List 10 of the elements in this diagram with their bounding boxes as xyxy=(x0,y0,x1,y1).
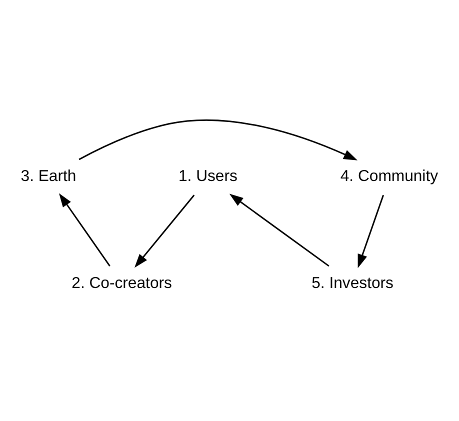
arrow xyxy=(229,193,330,266)
arrow xyxy=(59,192,110,266)
node-text: 3. Earth xyxy=(20,168,76,185)
arrow xyxy=(134,194,195,268)
arrow xyxy=(78,118,358,160)
node-text: 4. Community xyxy=(340,168,438,185)
arrow xyxy=(358,194,384,268)
node-text: 2. Co-creators xyxy=(72,274,172,292)
node-text: 1. Users xyxy=(178,168,238,185)
node-text: 5. Investors xyxy=(312,274,394,292)
